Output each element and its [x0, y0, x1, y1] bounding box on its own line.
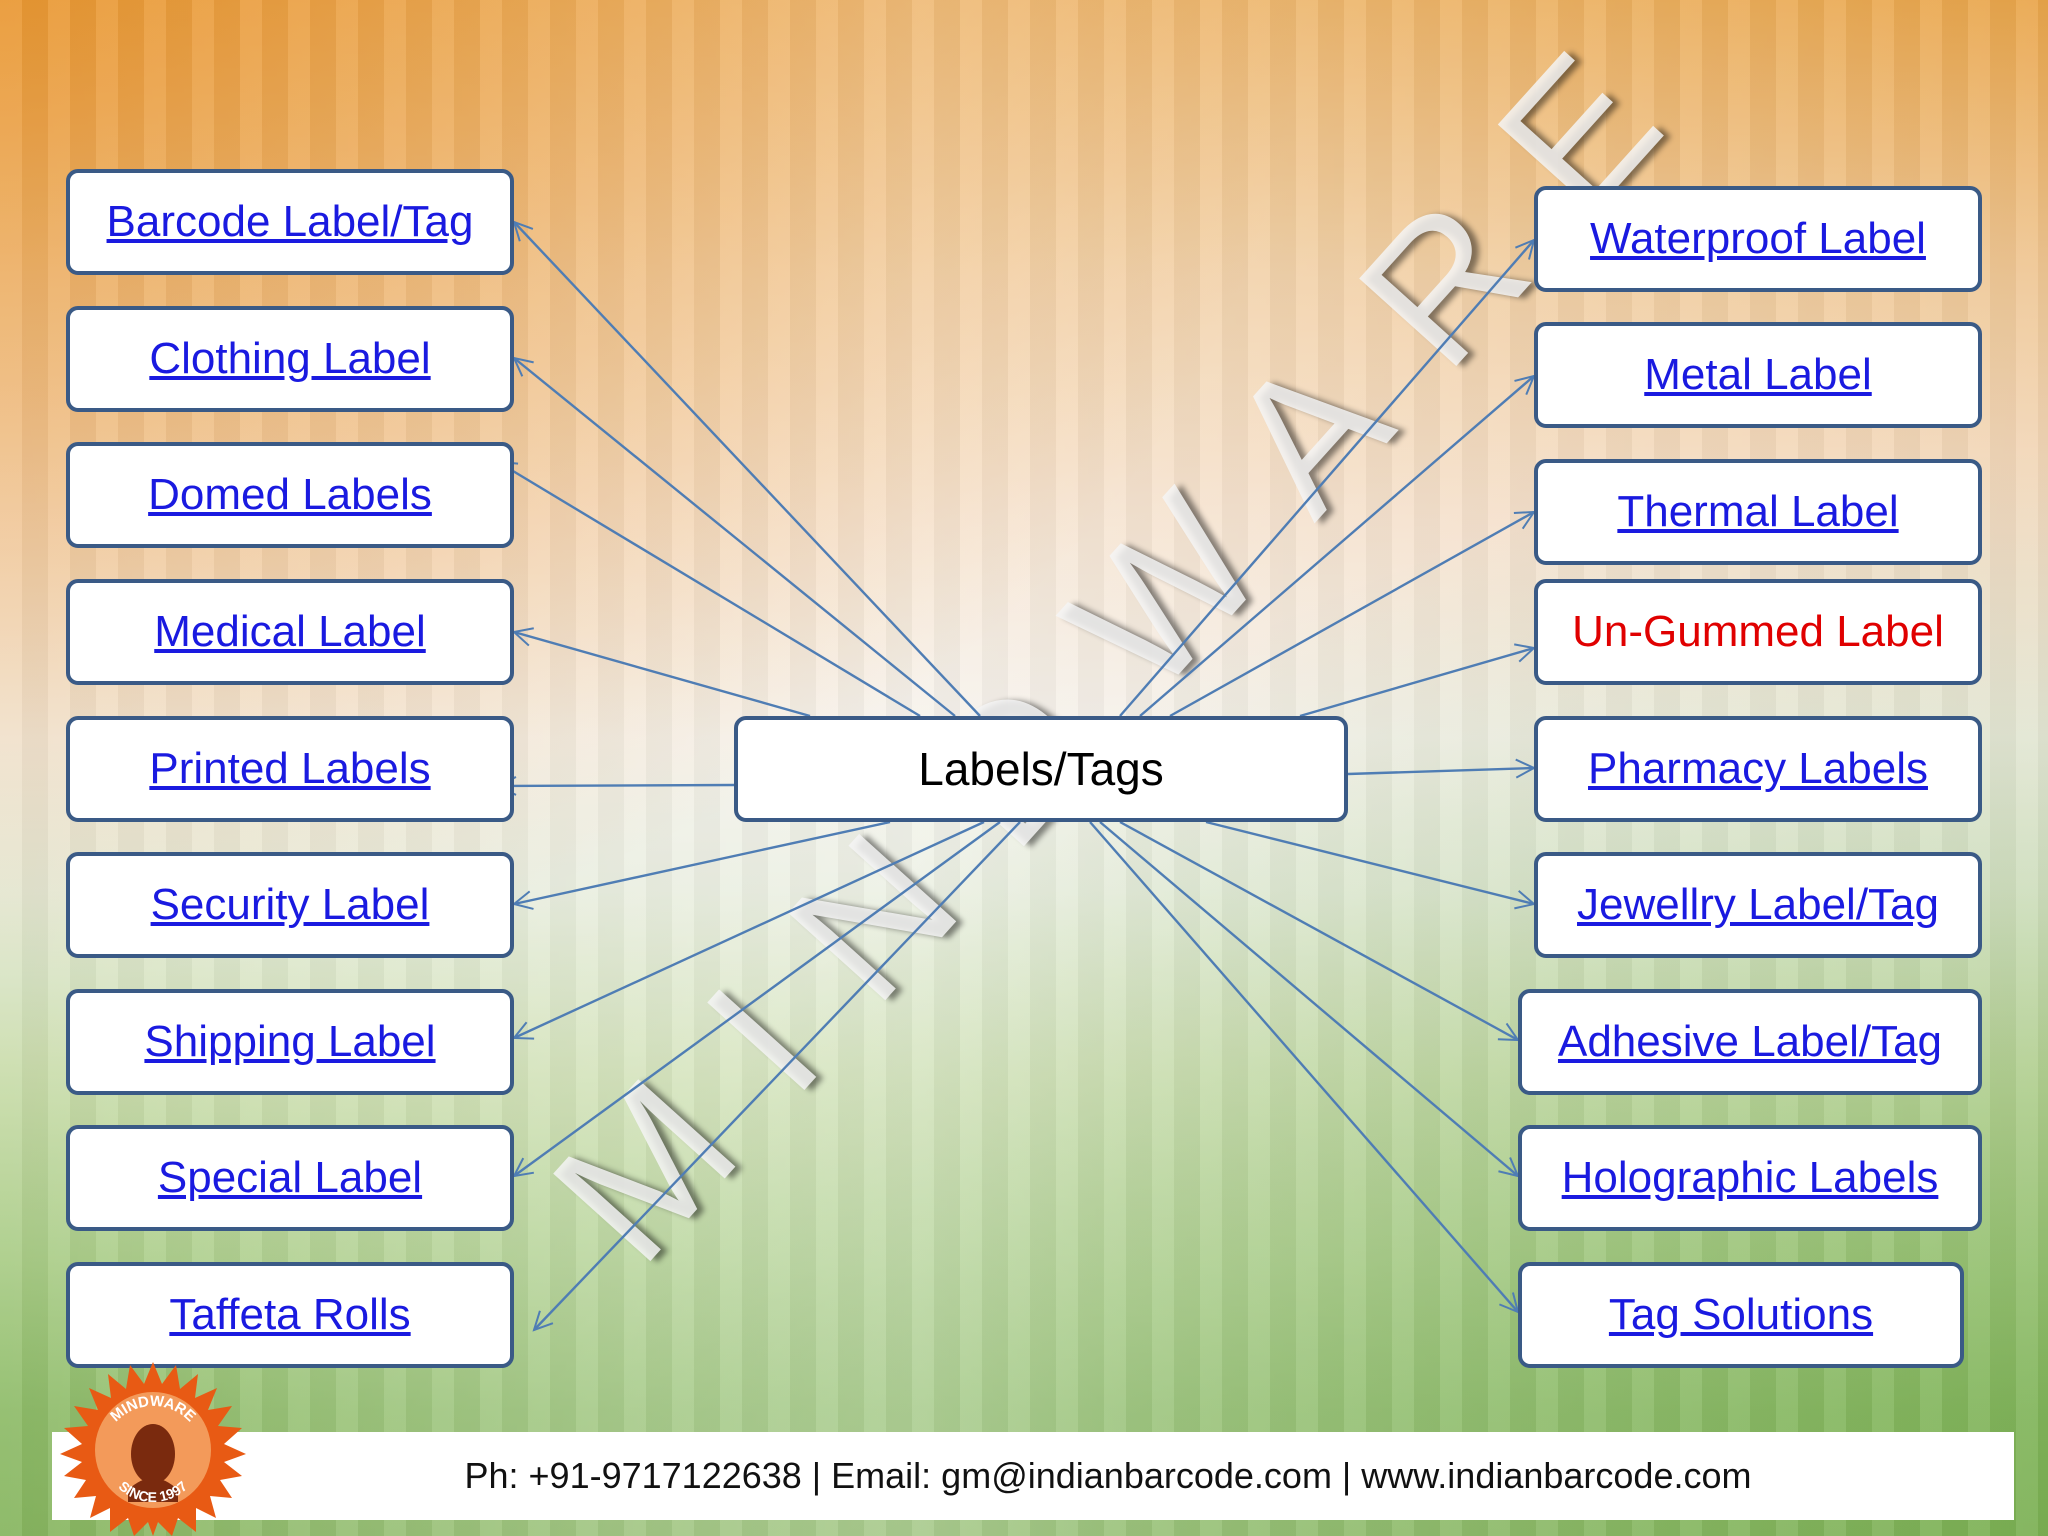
center-label: Labels/Tags	[918, 743, 1164, 795]
link-clothing-label[interactable]: Clothing Label	[149, 334, 431, 383]
node-barcode-label[interactable]: Barcode Label/Tag	[66, 169, 514, 275]
footer-contact-text: Ph: +91-9717122638 | Email: gm@indianbar…	[464, 1455, 1752, 1496]
link-shipping-label[interactable]: Shipping Label	[144, 1017, 436, 1066]
arrow-tag-solutions	[1089, 821, 1518, 1312]
link-ungummed-label[interactable]: Un-Gummed Label	[1572, 607, 1944, 656]
arrow-thermal	[1169, 512, 1534, 718]
arrow-shipping	[514, 820, 985, 1038]
node-pharmacy-labels[interactable]: Pharmacy Labels	[1534, 716, 1982, 822]
node-taffeta-rolls[interactable]: Taffeta Rolls	[66, 1262, 514, 1368]
node-security-label[interactable]: Security Label	[66, 852, 514, 958]
link-tag-solutions[interactable]: Tag Solutions	[1608, 1290, 1874, 1339]
arrow-domed	[498, 462, 921, 718]
arrow-jewellry	[1205, 820, 1534, 904]
arrow-security	[514, 820, 891, 904]
link-medical-label[interactable]: Medical Label	[154, 607, 426, 656]
node-ungummed-label[interactable]: Un-Gummed Label	[1534, 579, 1982, 685]
node-tag-solutions[interactable]: Tag Solutions	[1518, 1262, 1964, 1368]
arrow-metal	[1139, 376, 1534, 717]
link-adhesive-label[interactable]: Adhesive Label/Tag	[1557, 1017, 1943, 1066]
node-jewellry-label[interactable]: Jewellry Label/Tag	[1534, 852, 1982, 958]
link-metal-label[interactable]: Metal Label	[1644, 350, 1872, 399]
node-special-label[interactable]: Special Label	[66, 1125, 514, 1231]
link-waterproof-label[interactable]: Waterproof Label	[1590, 214, 1926, 263]
link-taffeta-rolls[interactable]: Taffeta Rolls	[169, 1290, 411, 1339]
link-special-label[interactable]: Special Label	[157, 1153, 423, 1202]
arrow-printed	[498, 785, 735, 786]
node-waterproof-label[interactable]: Waterproof Label	[1534, 186, 1982, 292]
center-node: Labels/Tags	[734, 716, 1348, 822]
link-domed-labels[interactable]: Domed Labels	[148, 470, 432, 519]
arrow-medical	[514, 632, 811, 718]
node-clothing-label[interactable]: Clothing Label	[66, 306, 514, 412]
arrow-barcode	[514, 222, 981, 717]
footer-contact-bar: Ph: +91-9717122638 | Email: gm@indianbar…	[52, 1432, 2014, 1520]
link-thermal-label[interactable]: Thermal Label	[1617, 487, 1899, 536]
node-domed-labels[interactable]: Domed Labels	[66, 442, 514, 548]
arrow-ungummed	[1299, 648, 1534, 718]
arrow-waterproof	[1119, 240, 1534, 717]
node-shipping-label[interactable]: Shipping Label	[66, 989, 514, 1095]
arrow-taffeta	[534, 821, 1021, 1330]
mindware-logo: MINDWARE SINCE 1997	[60, 1362, 246, 1536]
link-jewellry-label[interactable]: Jewellry Label/Tag	[1577, 880, 1939, 929]
arrow-holographic	[1099, 821, 1518, 1176]
link-barcode-label[interactable]: Barcode Label/Tag	[106, 197, 474, 246]
arrow-clothing	[514, 358, 956, 717]
link-printed-labels[interactable]: Printed Labels	[149, 744, 431, 793]
link-pharmacy-labels[interactable]: Pharmacy Labels	[1588, 744, 1928, 793]
link-security-label[interactable]: Security Label	[150, 880, 430, 929]
node-medical-label[interactable]: Medical Label	[66, 579, 514, 685]
node-thermal-label[interactable]: Thermal Label	[1534, 459, 1982, 565]
arrow-adhesive	[1119, 820, 1518, 1040]
node-adhesive-label[interactable]: Adhesive Label/Tag	[1518, 989, 1982, 1095]
arrow-pharmacy	[1347, 768, 1534, 774]
arrow-special	[514, 821, 1001, 1176]
node-holographic-labels[interactable]: Holographic Labels	[1518, 1125, 1982, 1231]
link-holographic-labels[interactable]: Holographic Labels	[1561, 1153, 1939, 1202]
node-metal-label[interactable]: Metal Label	[1534, 322, 1982, 428]
node-printed-labels[interactable]: Printed Labels	[66, 716, 514, 822]
